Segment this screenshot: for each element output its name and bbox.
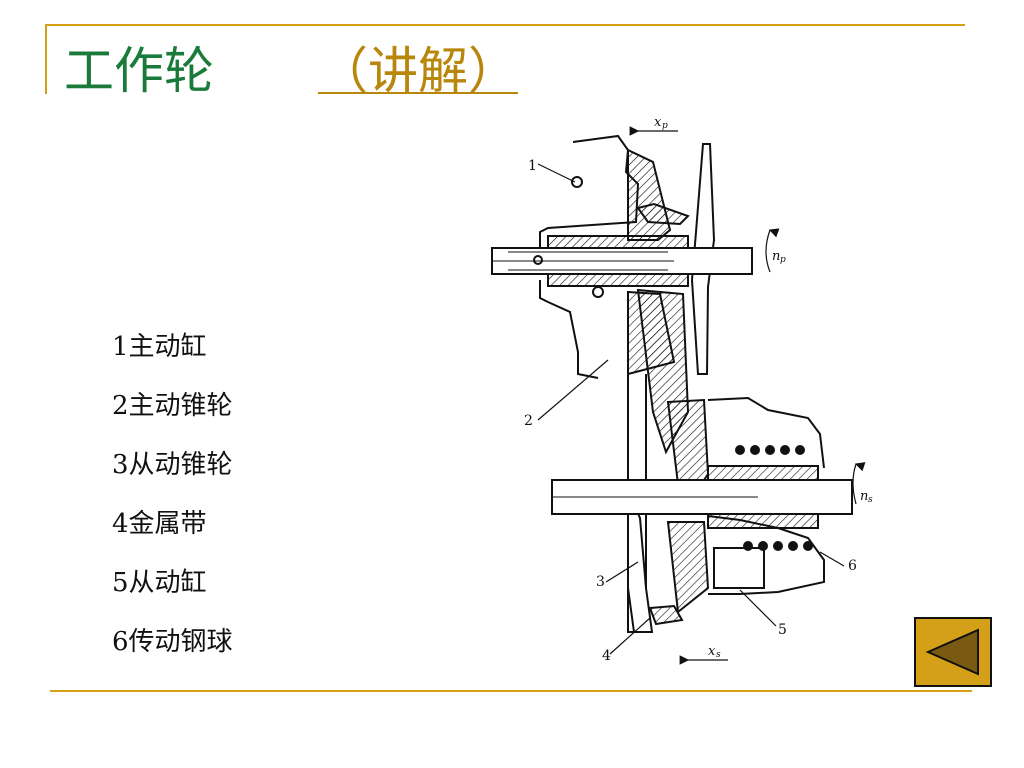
part-item: 3从动锥轮 (112, 450, 233, 480)
label-ns-sub: s (868, 495, 873, 505)
steel-ball (780, 445, 790, 455)
label-np: n (772, 249, 780, 264)
label-primary-sheave: 2 (524, 413, 533, 429)
label-secondary-cylinder: 5 (778, 622, 787, 638)
label-ns: n (860, 489, 868, 504)
parts-list: 1主动缸 2主动锥轮 3从动锥轮 4金属带 5从动缸 6传动钢球 (112, 318, 233, 672)
steel-ball (803, 541, 813, 551)
label-xp-sub: p (662, 121, 668, 131)
primary-cylinder-housing (539, 134, 640, 252)
part-item: 5从动缸 (112, 568, 207, 598)
bottom-rule (50, 690, 972, 692)
label-xp: x (654, 115, 662, 130)
primary-ball (592, 286, 604, 298)
secondary-hub (707, 465, 819, 481)
primary-moving-sheave (627, 148, 672, 241)
secondary-cylinder-housing (707, 396, 825, 469)
part-item: 2主动锥轮 (112, 391, 233, 421)
secondary-cylinder-chamber (713, 547, 765, 589)
slide-subtitle-link[interactable]: （讲解） (318, 42, 518, 100)
label-steel-ball: 6 (848, 558, 857, 574)
label-xs: x (708, 644, 716, 659)
secondary-fixed-sheave (627, 491, 654, 633)
primary-cylinder-housing (539, 280, 599, 379)
secondary-moving-sheave (666, 398, 710, 488)
label-xs-sub: s (716, 650, 721, 660)
spring-and-balls (735, 445, 813, 551)
back-button[interactable] (914, 617, 992, 687)
drive-belt-upper (636, 202, 690, 226)
primary-ball (571, 176, 583, 188)
steel-ball (788, 541, 798, 551)
part-item: 1主动缸 (112, 332, 207, 362)
leader-lines (537, 163, 845, 655)
steel-ball (758, 541, 768, 551)
steel-ball (765, 445, 775, 455)
label-secondary-sheave: 3 (596, 574, 605, 590)
top-rule (45, 24, 965, 26)
slide-title: 工作轮 (64, 42, 214, 100)
secondary-pulley-assembly (551, 396, 853, 633)
label-primary-cylinder: 1 (528, 158, 537, 174)
secondary-speed-arrow (852, 462, 866, 505)
primary-pulley-assembly (491, 134, 753, 379)
secondary-moving-sheave (666, 521, 710, 614)
steel-ball (795, 445, 805, 455)
steel-ball (773, 541, 783, 551)
motion-arrows (629, 126, 866, 665)
primary-hub (547, 235, 689, 249)
left-rule (45, 24, 47, 94)
part-item: 4金属带 (112, 509, 207, 539)
primary-speed-arrow (765, 228, 780, 273)
label-np-sub: p (780, 255, 786, 265)
steel-ball (743, 541, 753, 551)
secondary-hub (707, 513, 819, 529)
primary-ball (533, 255, 543, 265)
left-triangle-icon (925, 628, 979, 676)
pulley-cross-section-diagram: 1 2 3 4 5 6 x p x s n p n s (491, 115, 873, 665)
label-belt: 4 (602, 648, 611, 664)
drive-belt-lower (648, 604, 684, 626)
primary-hub (547, 273, 689, 287)
part-item: 6传动钢球 (112, 627, 233, 657)
steel-ball (750, 445, 760, 455)
steel-ball (735, 445, 745, 455)
